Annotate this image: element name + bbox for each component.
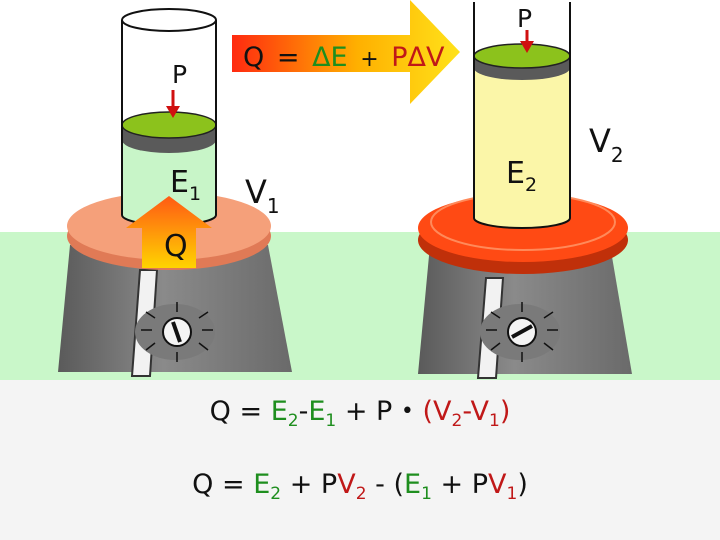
left-energy-label: E1 — [170, 165, 201, 205]
left-pressure-label: P — [172, 60, 187, 89]
right-heater — [418, 193, 632, 379]
heat-arrow — [126, 196, 212, 268]
equation-enthalpy: Q = E2 + PV2 - (E1 + PV1) — [192, 469, 528, 504]
equation-panel — [0, 380, 720, 540]
equation-first-law: Q = E2-E1 + P • (V2-V1) — [209, 396, 511, 431]
right-energy-label: E2 — [506, 156, 537, 196]
left-cylinder — [121, 8, 217, 226]
left-volume-label: V1 — [245, 173, 280, 218]
process-label: Q = ΔE + PΔV — [243, 42, 445, 73]
right-volume-label: V2 — [589, 122, 624, 167]
process-arrow — [232, 0, 460, 104]
right-cylinder — [473, 2, 571, 229]
left-piston — [121, 111, 217, 139]
right-piston — [473, 43, 571, 69]
right-pressure-label: P — [517, 4, 532, 33]
heat-label: Q — [164, 229, 188, 264]
